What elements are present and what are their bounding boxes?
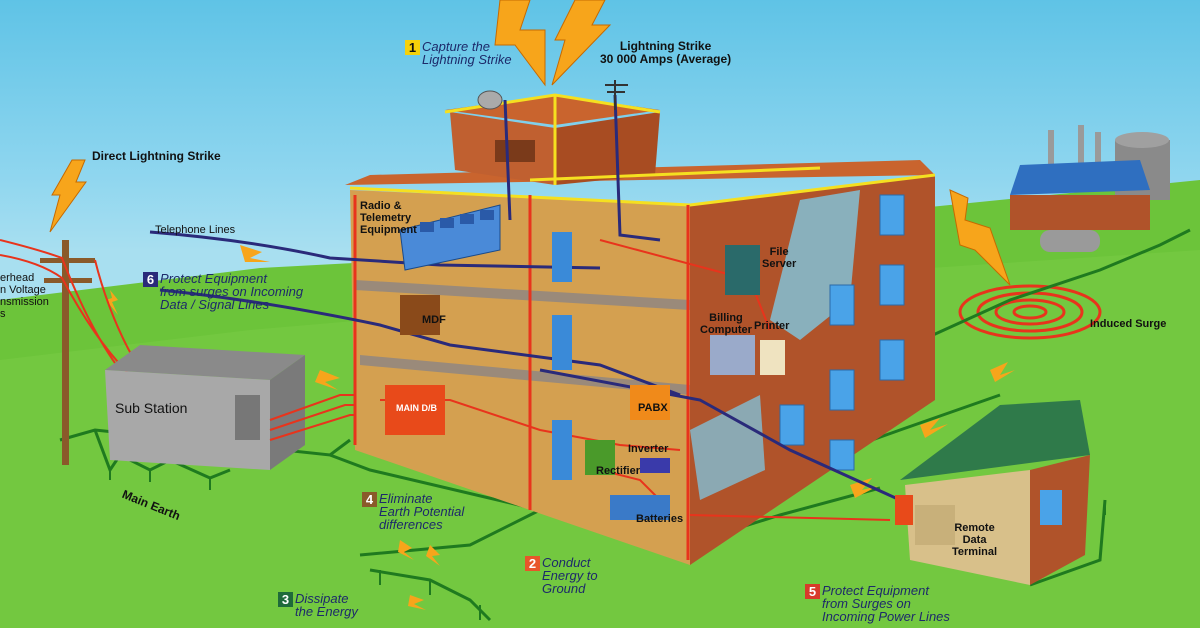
printer-box <box>760 340 785 375</box>
printer-label: Printer <box>754 320 790 332</box>
step-4-number: 4 <box>362 492 377 507</box>
step-6-line1: Protect Equipment <box>160 271 267 286</box>
step-1-number: 1 <box>405 40 420 55</box>
overhead-line2: n Voltage <box>0 284 46 296</box>
billing-line2: Computer <box>700 324 752 336</box>
step-2-number: 2 <box>525 556 540 571</box>
step-4-line1: Eliminate <box>379 491 433 506</box>
earth-spikes <box>109 470 1106 620</box>
main-db-box <box>385 385 445 435</box>
radio-telemetry-label: Radio & Telemetry Equipment <box>360 200 417 236</box>
mdf-box <box>400 295 440 335</box>
surge-sparks <box>106 245 1015 610</box>
overhead-line3: nsmission <box>0 296 49 308</box>
sub-station-building <box>105 345 305 470</box>
step-2-line1: Conduct <box>542 555 591 570</box>
batteries-label: Batteries <box>636 513 684 525</box>
factory <box>1010 125 1170 252</box>
lightning-strike-label: Lightning Strike 30 000 Amps (Average) <box>600 40 731 66</box>
sub-station-label: Sub Station <box>115 400 188 416</box>
induced-surge-label: Induced Surge <box>1090 318 1167 330</box>
remote-line1: Remote <box>954 522 995 534</box>
radio-line2: Telemetry <box>360 212 412 224</box>
step-5-number: 5 <box>805 584 820 599</box>
step-6-line3: Data / Signal Lines <box>160 297 270 312</box>
remote-line2: Data <box>962 534 987 546</box>
step-2-line2: Energy to <box>542 568 598 583</box>
power-pole <box>40 240 95 465</box>
remote-line3: Terminal <box>952 546 998 558</box>
rectifier-label: Rectifier <box>596 465 641 477</box>
file-server-label: File Server <box>762 246 796 270</box>
radio-line1: Radio & <box>360 200 402 212</box>
step-1-line1: Capture the <box>422 39 490 54</box>
mdf-label: MDF <box>422 314 446 326</box>
file-server-line1: File <box>769 246 789 258</box>
step-1-line2: Lightning Strike <box>422 52 512 67</box>
file-server-box <box>725 245 760 295</box>
overhead-line1: erhead <box>0 272 35 284</box>
file-server-line2: Server <box>762 258 797 270</box>
step-3-line2: the Energy <box>295 604 358 619</box>
step-5-line1: Protect Equipment <box>822 583 929 598</box>
billing-computer-label: Billing Computer <box>700 312 752 336</box>
direct-strike-label: Direct Lightning Strike <box>92 149 221 163</box>
radio-telemetry-rack <box>399 204 501 271</box>
step-3-line1: Dissipate <box>295 591 349 606</box>
inverter-label: Inverter <box>628 443 669 455</box>
overhead-line4: s <box>0 308 6 320</box>
step-3-number: 3 <box>278 592 293 607</box>
overhead-line-label: erhead n Voltage nsmission s <box>0 272 49 320</box>
lightning-bolts <box>49 0 1011 286</box>
radio-line3: Equipment <box>360 224 417 236</box>
remote-terminal-house <box>895 400 1090 585</box>
step-2-line3: Ground <box>542 581 586 596</box>
step-5-line2: from Surges on <box>822 596 911 611</box>
batteries-box <box>610 495 670 520</box>
pabx-box <box>630 385 670 420</box>
satellite-dish <box>477 90 503 110</box>
step-6-line2: from surges on Incoming <box>160 284 304 299</box>
step-4-line3: differences <box>379 517 443 532</box>
step-5-line3: Incoming Power Lines <box>822 609 950 624</box>
inverter-box <box>640 458 670 473</box>
lightning-strike-line1: Lightning Strike <box>619 39 712 53</box>
main-db-label: MAIN D/B <box>396 403 437 413</box>
lightning-strike-line2: 30 000 Amps (Average) <box>600 52 732 66</box>
billing-line1: Billing <box>709 312 743 324</box>
billing-computer-box <box>710 335 755 375</box>
pabx-label: PABX <box>638 402 668 414</box>
remote-terminal-label: Remote Data Terminal <box>952 522 997 558</box>
rectifier-box <box>585 440 615 475</box>
office-doors <box>552 232 572 480</box>
step-4-line2: Earth Potential <box>379 504 465 519</box>
antenna <box>605 80 628 110</box>
step-6-number: 6 <box>143 272 158 287</box>
telephone-lines-label: Telephone Lines <box>155 224 236 236</box>
